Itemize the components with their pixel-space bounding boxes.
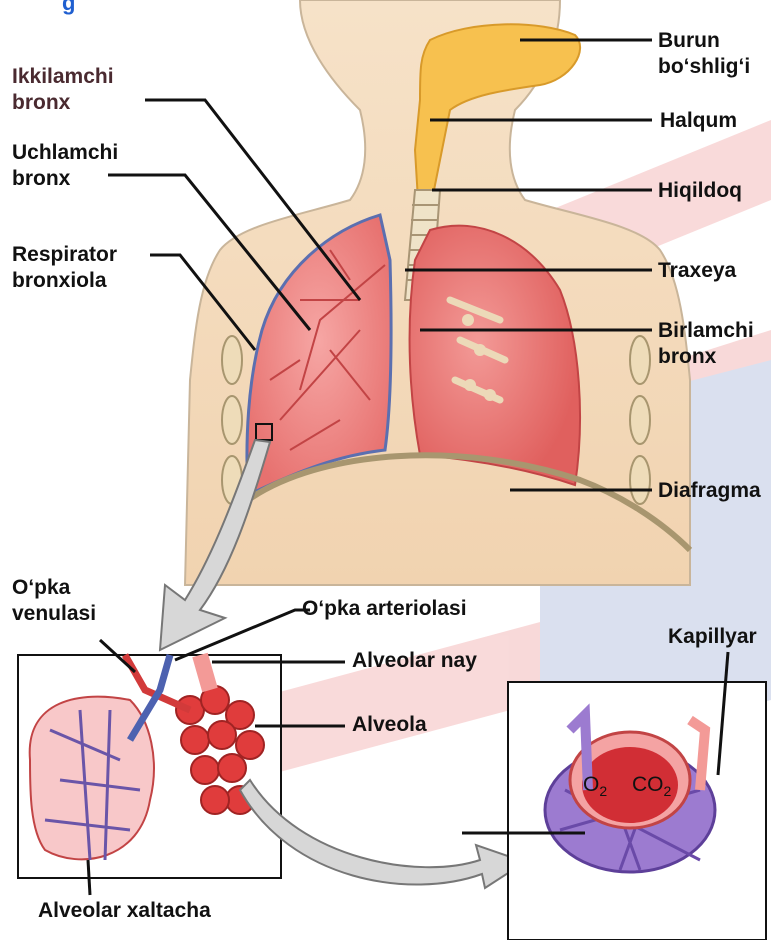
label-diaphragm: Diafragma (658, 478, 761, 504)
label-alveolar-sac: Alveolar xaltacha (38, 898, 211, 924)
label-carbon-dioxide: CO2 (632, 772, 671, 804)
label-respiratory-bronchiole-1: Respirator (12, 242, 117, 268)
label-trachea: Traxeya (658, 258, 736, 284)
label-primary-bronchus-2: bronx (658, 344, 716, 370)
label-capillary: Kapillyar (668, 624, 757, 650)
label-pharynx: Halqum (660, 108, 737, 134)
label-pulmonary-arteriole: O‘pka arteriolasi (302, 596, 467, 622)
label-pulmonary-venule-1: O‘pka (12, 575, 70, 601)
label-alveolar-duct: Alveolar nay (352, 648, 477, 674)
label-tertiary-bronchus-2: bronx (12, 166, 70, 192)
label-larynx: Hiqildoq (658, 178, 742, 204)
label-alveolus: Alveola (352, 712, 427, 738)
label-respiratory-bronchiole-2: bronxiola (12, 268, 107, 294)
label-nasal-cavity-1: Burun (658, 28, 720, 54)
label-tertiary-bronchus-1: Uchlamchi (12, 140, 118, 166)
label-oxygen: O2 (583, 772, 607, 804)
label-nasal-cavity-2: bo‘shlig‘i (658, 54, 750, 80)
label-secondary-bronchus-2: bronx (12, 90, 70, 116)
label-primary-bronchus-1: Birlamchi (658, 318, 754, 344)
label-pulmonary-venule-2: venulasi (12, 601, 96, 627)
title-fragment: g (62, 0, 75, 16)
label-secondary-bronchus-1: Ikkilamchi (12, 64, 114, 90)
